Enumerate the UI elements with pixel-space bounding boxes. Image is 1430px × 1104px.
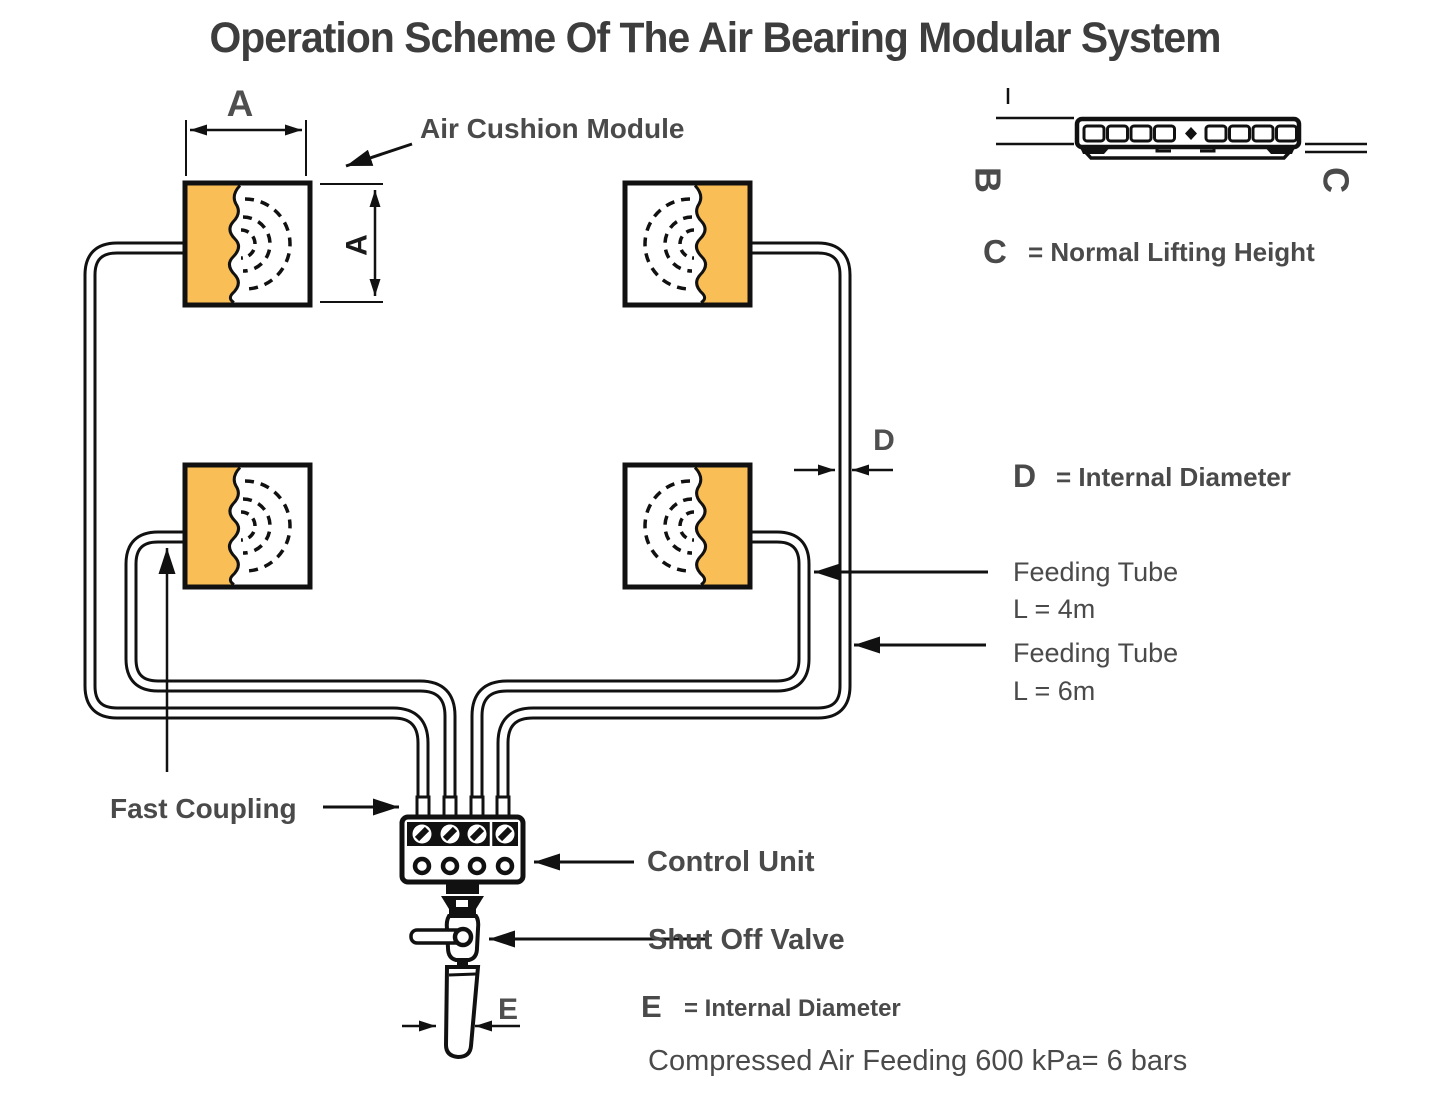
dimension-a-height: [320, 183, 383, 303]
dimension-e-label: E: [498, 993, 518, 1026]
control-unit-label: Control Unit: [647, 846, 815, 878]
legend-c-key: C: [983, 233, 1007, 270]
air-cushion-module-bottom-right: [625, 465, 750, 587]
air-cushion-module-top-left: [185, 183, 310, 305]
air-cushion-module-label: Air Cushion Module: [420, 113, 684, 144]
fast-coupling-ports: [412, 820, 515, 846]
feeding-tube-6m-label-line1: Feeding Tube: [1013, 638, 1178, 668]
module-side-view: [996, 88, 1367, 160]
air-cushion-module-arrow: [345, 142, 413, 168]
dimension-a-height-label: A: [341, 234, 374, 256]
side-view-c-label: C: [1316, 167, 1357, 193]
shut-off-valve-label: Shut Off Valve: [648, 924, 845, 956]
shut-off-valve: [409, 884, 484, 1060]
fast-coupling-label: Fast Coupling: [110, 793, 297, 824]
legend-d-key: D: [1013, 458, 1036, 494]
feeding-tube-6m-label-line2: L = 6m: [1013, 676, 1095, 706]
compressed-air-label: Compressed Air Feeding 600 kPa= 6 bars: [648, 1045, 1187, 1077]
legend-c-text: = Normal Lifting Height: [1028, 237, 1315, 267]
air-cushion-module-top-right: [625, 183, 750, 305]
valve-outlet-tube: [443, 965, 481, 1060]
control-unit: [399, 795, 526, 885]
feeding-tube-4m-label-line1: Feeding Tube: [1013, 557, 1178, 587]
legend-d-text: = Internal Diameter: [1056, 462, 1291, 492]
valve-pivot: [452, 926, 474, 948]
legend-e-text: = Internal Diameter: [684, 995, 901, 1022]
dimension-a-width-label: A: [227, 83, 254, 124]
dimension-d-label: D: [873, 424, 895, 457]
legend-e-key: E: [641, 989, 662, 1024]
side-view-center-diamond: [1185, 127, 1197, 140]
feeding-tubes: [83, 241, 852, 798]
page-title: Operation Scheme Of The Air Bearing Modu…: [209, 14, 1221, 62]
side-view-pad-left: [1079, 145, 1112, 154]
air-cushion-module-bottom-left: [185, 465, 310, 587]
side-view-pad-right: [1263, 145, 1296, 154]
dimension-a-width: [185, 120, 307, 176]
side-view-ports: [1082, 124, 1298, 143]
side-view-b-label: B: [968, 167, 1009, 193]
feeding-tube-4m-label-line2: L = 4m: [1013, 594, 1095, 624]
control-unit-knobs: [412, 856, 515, 876]
